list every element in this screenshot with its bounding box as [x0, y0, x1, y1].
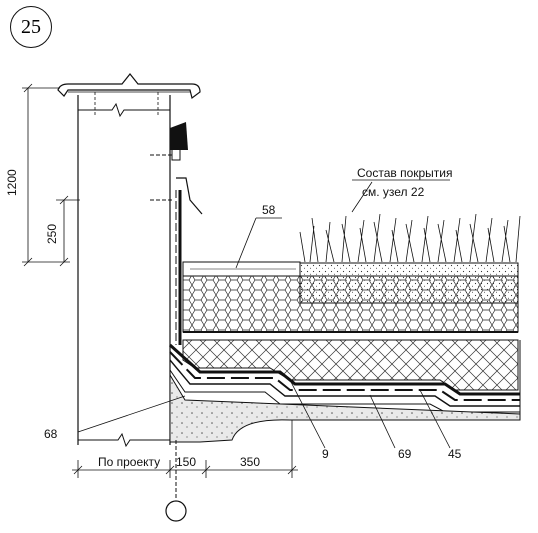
node-number: 25 — [21, 15, 41, 38]
label-69: 69 — [398, 447, 412, 461]
node-number-circle: 25 — [10, 6, 52, 48]
leader-lines — [77, 179, 451, 449]
dim-by-project: По проекту — [98, 455, 161, 469]
dim-350: 350 — [240, 455, 261, 469]
label-coating: Состав покрытия — [357, 166, 453, 180]
grass — [299, 213, 521, 263]
label-coating-ref: см. узел 22 — [362, 185, 425, 199]
dim-1200: 1200 — [5, 169, 19, 196]
dimension-lines — [22, 83, 298, 478]
dim-150: 150 — [176, 455, 197, 469]
dim-250: 250 — [45, 223, 59, 244]
parapet-wall — [77, 92, 171, 448]
upstand-flashing — [150, 122, 203, 345]
label-9: 9 — [322, 447, 329, 461]
parapet-cap — [57, 73, 201, 100]
label-68: 68 — [44, 427, 58, 441]
label-58: 58 — [262, 203, 276, 217]
drain-symbol — [165, 440, 187, 522]
label-45: 45 — [448, 447, 462, 461]
roof-layers — [168, 261, 521, 443]
